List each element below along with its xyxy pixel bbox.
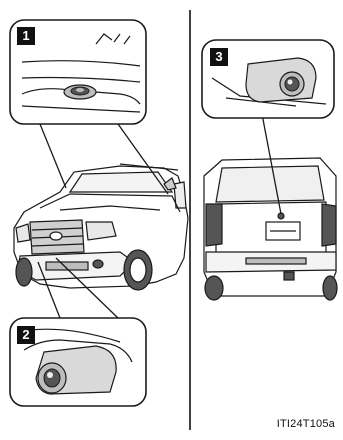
rear-suv-drawing xyxy=(204,158,337,300)
callout-3-badge: 3 xyxy=(210,48,228,66)
figure-code: ITI24T105a xyxy=(277,418,335,430)
callout-1-badge: 1 xyxy=(17,27,35,45)
callout-2-badge: 2 xyxy=(17,326,35,344)
front-suv-drawing xyxy=(14,164,188,290)
